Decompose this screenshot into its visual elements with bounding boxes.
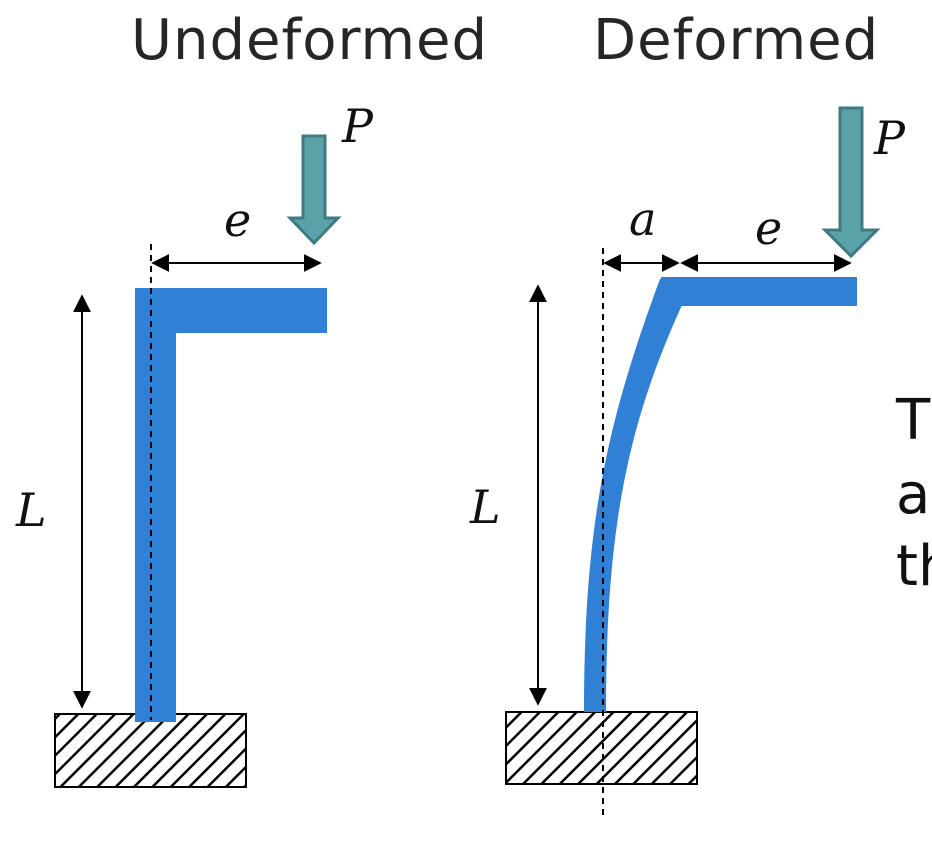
undeformed-bracket-arm [135,288,327,333]
deformed-ground-block [505,711,698,785]
side-text-line-3: th [896,534,932,599]
undeformed-load-arrow [286,134,342,246]
undeformed-eccentricity-label: e [224,193,252,247]
deformed-title: Deformed [593,8,880,73]
undeformed-column [135,288,176,722]
deformed-load-arrow [821,106,881,259]
undeformed-length-label: L [16,483,47,537]
side-text-line-1: T [896,388,931,453]
undeformed-title: Undeformed [131,8,489,73]
deformed-figure [505,106,881,820]
undeformed-ground-block [54,713,247,788]
side-text-line-2: a [896,462,931,527]
deformed-eccentricity-label: e [755,201,783,255]
deformed-deflection-label: a [629,192,657,246]
undeformed-figure [54,134,342,788]
deformed-length-label: L [470,480,501,534]
undeformed-load-label: P [342,99,373,153]
deformed-bracket-arm [661,277,857,306]
deformed-column [584,279,682,712]
deformed-load-label: P [874,111,905,165]
